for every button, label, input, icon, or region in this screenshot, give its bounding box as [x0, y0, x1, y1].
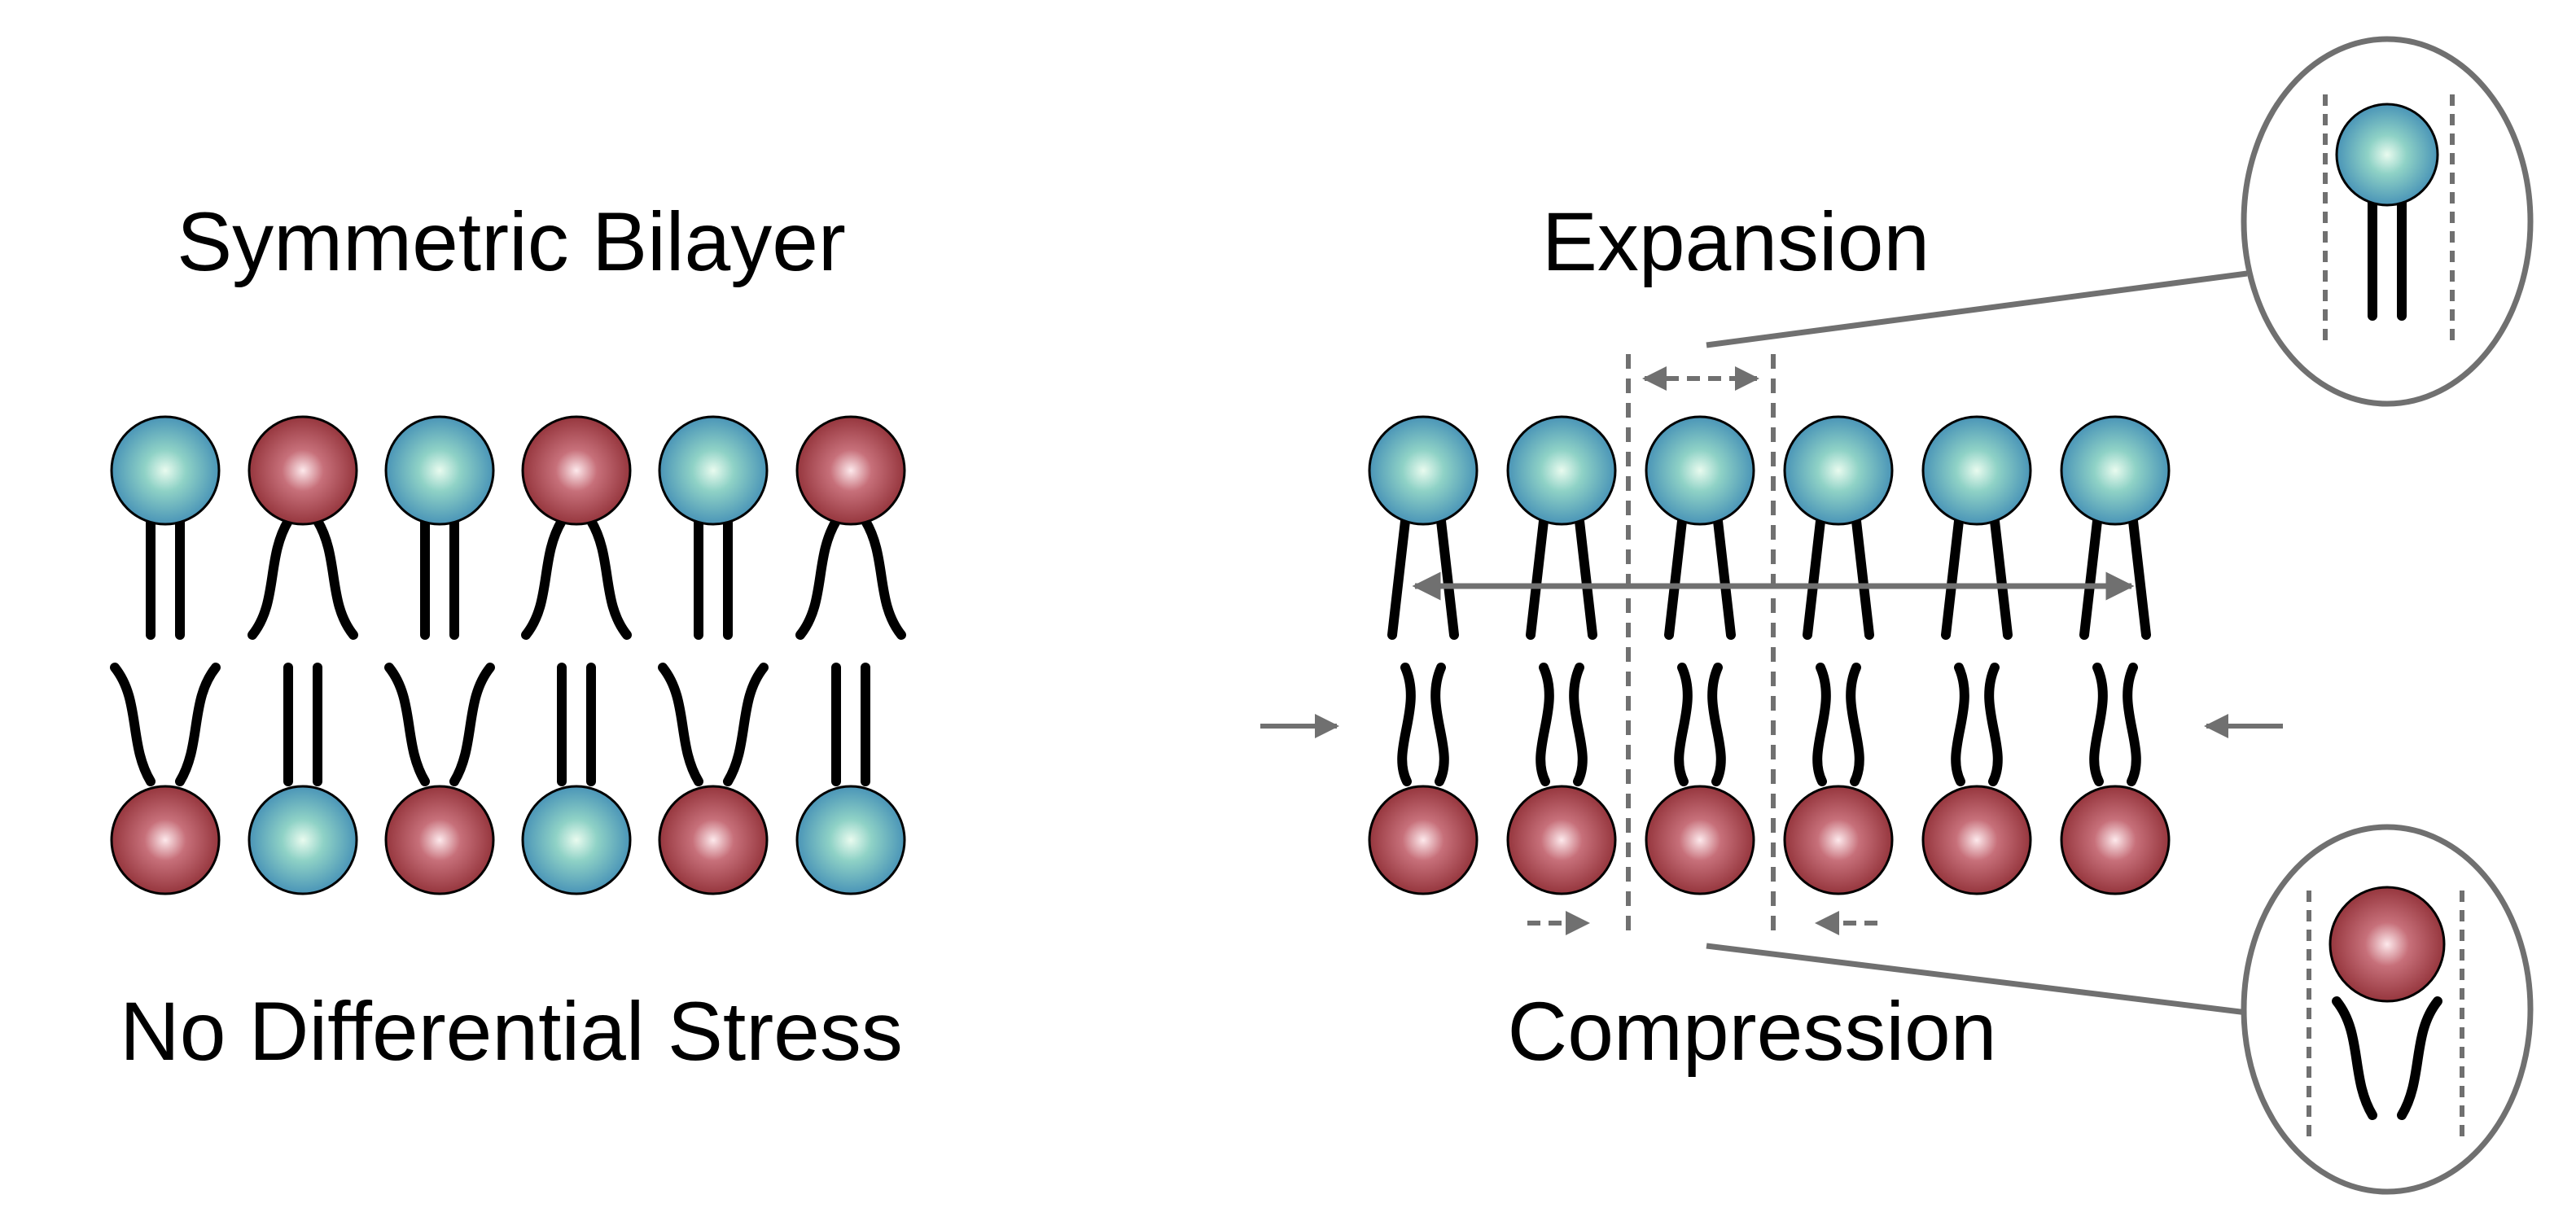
lipid-tail	[1664, 516, 1687, 640]
lipid-tail	[1812, 663, 1831, 786]
expansion-label: Expansion	[1542, 195, 1930, 288]
right-bottom-leaflet	[1368, 663, 2171, 895]
lipid-head-red	[248, 415, 358, 526]
lipid-tail	[313, 516, 358, 640]
lipid-head-red	[1506, 785, 1617, 895]
lipid-head-red	[658, 785, 769, 895]
lipid-tail	[1713, 516, 1736, 640]
lipid-tail	[1569, 663, 1588, 786]
inset-bottom	[2241, 824, 2534, 1195]
lipid-head-red	[1921, 785, 2032, 895]
callout-line-top	[1706, 270, 2248, 348]
lipid-head-blue	[1645, 415, 1755, 526]
lipid-head-red	[110, 785, 221, 895]
inset-bottom-lipid	[2328, 886, 2446, 1120]
lipid-tail	[1436, 516, 1459, 640]
lipid-head-red	[384, 785, 495, 895]
lipid-tail	[586, 516, 632, 640]
lipid-tail	[1575, 516, 1597, 640]
lipid-tail	[1674, 663, 1693, 786]
lipid-tail	[1387, 516, 1410, 640]
lipid-head-blue	[1921, 415, 2032, 526]
lipid-tail	[1526, 516, 1549, 640]
lipid-head-red	[1368, 785, 1479, 895]
lipid-head-blue	[248, 785, 358, 895]
left-bottom-leaflet	[110, 663, 906, 895]
left-title: Symmetric Bilayer	[177, 195, 846, 288]
lipid-tail	[723, 663, 769, 786]
lipid-tail	[521, 516, 567, 640]
lipid-tail	[1851, 516, 1874, 640]
lipid-tail	[1990, 516, 2013, 640]
left-top-leaflet	[110, 415, 906, 640]
right-top-leaflet	[1368, 415, 2171, 640]
lipid-tail	[1803, 516, 1825, 640]
lipid-tail	[1846, 663, 1864, 786]
inset-bottom-ellipse	[2241, 824, 2534, 1195]
lipid-tail	[384, 663, 430, 786]
lipid-head-blue	[795, 785, 906, 895]
lipid-head-blue	[1368, 415, 1479, 526]
inset-top-ellipse	[2241, 36, 2534, 407]
lipid-tail	[2123, 663, 2141, 786]
lipid-head-red	[1783, 785, 1894, 895]
lipid-tail	[861, 516, 906, 640]
lipid-head-blue	[110, 415, 221, 526]
callout-line-bottom	[1706, 943, 2248, 1016]
inset-head-blue	[2335, 103, 2439, 207]
annotations	[1260, 270, 2283, 1016]
left-caption: No Differential Stress	[120, 985, 903, 1078]
lipid-head-red	[2060, 785, 2171, 895]
lipid-tail	[1397, 663, 1416, 786]
inset-top-lipid	[2335, 103, 2439, 321]
lipid-tail	[248, 516, 293, 640]
lipid-head-blue	[2060, 415, 2171, 526]
inset-top	[2241, 36, 2534, 407]
lipid-tail	[2089, 663, 2108, 786]
lipid-tail	[1536, 663, 1554, 786]
lipid-head-blue	[1783, 415, 1894, 526]
lipid-tail	[449, 663, 495, 786]
lipid-head-blue	[1506, 415, 1617, 526]
lipid-tail	[1951, 663, 1969, 786]
lipid-tail	[658, 663, 703, 786]
lipid-tail	[1984, 663, 2003, 786]
lipid-tail	[2128, 516, 2151, 640]
lipid-tail	[2397, 996, 2442, 1120]
lipid-head-blue	[521, 785, 632, 895]
lipid-head-blue	[658, 415, 769, 526]
lipid-head-blue	[384, 415, 495, 526]
lipid-tail	[175, 663, 221, 786]
lipid-head-red	[521, 415, 632, 526]
lipid-tail	[1941, 516, 1964, 640]
lipid-tail	[2079, 516, 2102, 640]
lipid-head-red	[1645, 785, 1755, 895]
lipid-tail	[1707, 663, 1726, 786]
lipid-tail	[1430, 663, 1449, 786]
inset-head-red	[2328, 886, 2446, 1003]
lipid-tail	[110, 663, 156, 786]
lipid-head-red	[795, 415, 906, 526]
lipid-tail	[795, 516, 841, 640]
compression-label: Compression	[1508, 985, 1997, 1078]
lipid-tail	[2332, 996, 2377, 1120]
